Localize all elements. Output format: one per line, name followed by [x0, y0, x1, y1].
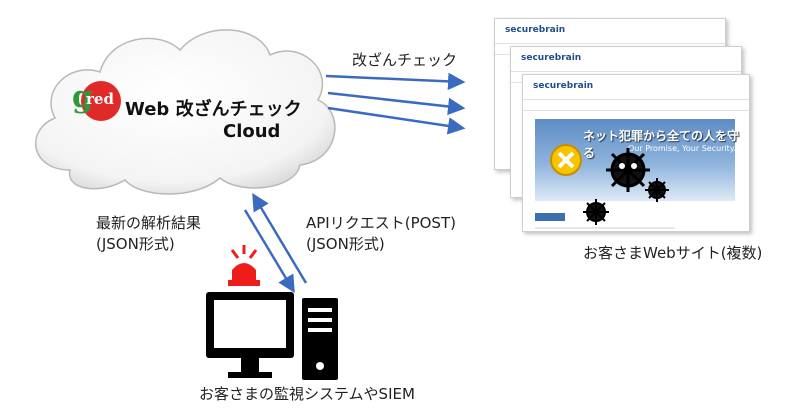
cloud-title: Web 改ざんチェック [125, 99, 302, 120]
arrow-icon [327, 91, 466, 116]
logo-letter: g [72, 80, 93, 115]
api-label-line1: APIリクエスト(POST) [306, 214, 456, 232]
malware-icon [606, 148, 650, 192]
site-brand: securebrain [533, 81, 594, 91]
siren-icon [228, 245, 260, 286]
arrow-icon [327, 106, 466, 135]
cloud-subtitle: Cloud [223, 121, 281, 142]
site-hero-text: ネット犯罪から全ての人を守る [583, 129, 740, 160]
malware-icon [583, 199, 609, 225]
computer-monitor-icon [206, 292, 294, 378]
arrow-icon [243, 209, 295, 294]
site-news-line [535, 227, 675, 229]
result-label-line2: (JSON形式) [96, 235, 175, 253]
websites-caption: お客さまWebサイト(複数) [583, 244, 763, 262]
site-nav [523, 99, 749, 111]
monitor-caption: お客さまの監視システムやSIEM [199, 385, 415, 403]
computer-tower-icon [302, 298, 338, 380]
site-brand: securebrain [505, 25, 566, 35]
malware-icon [645, 178, 669, 202]
arrow-icon [325, 72, 466, 91]
logo-red-circle [81, 81, 121, 121]
logo-text: red [86, 90, 114, 108]
api-label-line2: (JSON形式) [306, 235, 385, 253]
site-brand: securebrain [521, 53, 582, 63]
warning-x-icon [550, 144, 582, 176]
site-press-bar [535, 213, 565, 221]
check-label: 改ざんチェック [352, 51, 458, 69]
arrow-icon [252, 192, 308, 284]
cloud-icon [35, 29, 336, 195]
result-label-line1: 最新の解析結果 [96, 214, 202, 232]
site-hero-sub: Our Promise, Your Security. [628, 144, 736, 153]
